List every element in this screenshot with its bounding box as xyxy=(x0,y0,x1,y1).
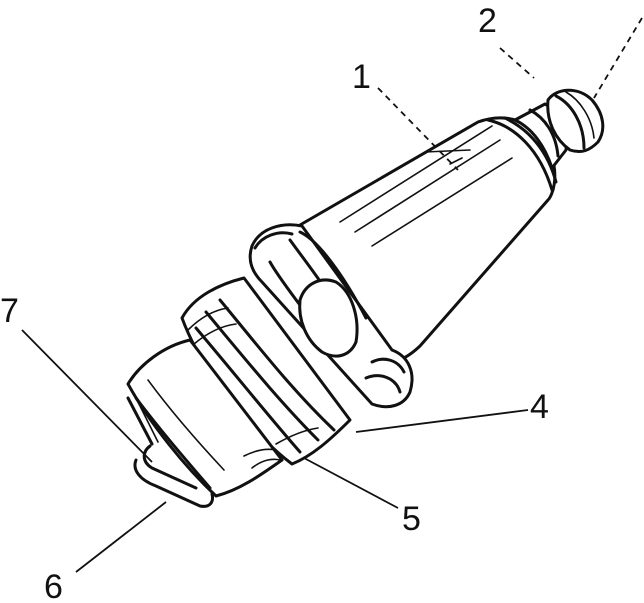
label-5: 5 xyxy=(402,500,421,538)
label-1: 1 xyxy=(352,58,371,96)
side-electrode xyxy=(126,396,214,508)
leader-line-6 xyxy=(75,501,167,573)
lower-shell xyxy=(126,338,284,498)
leader-line-1 xyxy=(377,87,459,171)
spark-plug-illustration xyxy=(126,88,605,508)
label-6: 6 xyxy=(44,568,63,603)
hex-nut xyxy=(248,223,414,409)
leader-line-2-b xyxy=(593,17,643,99)
label-4: 4 xyxy=(530,388,549,426)
label-7: 7 xyxy=(0,292,19,330)
leader-lines xyxy=(21,17,643,573)
part-labels: 1 2 4 5 6 7 xyxy=(0,2,549,603)
leader-line-5 xyxy=(303,457,399,509)
terminal-nut xyxy=(546,88,605,154)
leader-line-2-a xyxy=(499,47,535,79)
leader-line-4 xyxy=(355,409,529,433)
leader-line-7 xyxy=(21,329,153,463)
label-2: 2 xyxy=(478,2,497,40)
